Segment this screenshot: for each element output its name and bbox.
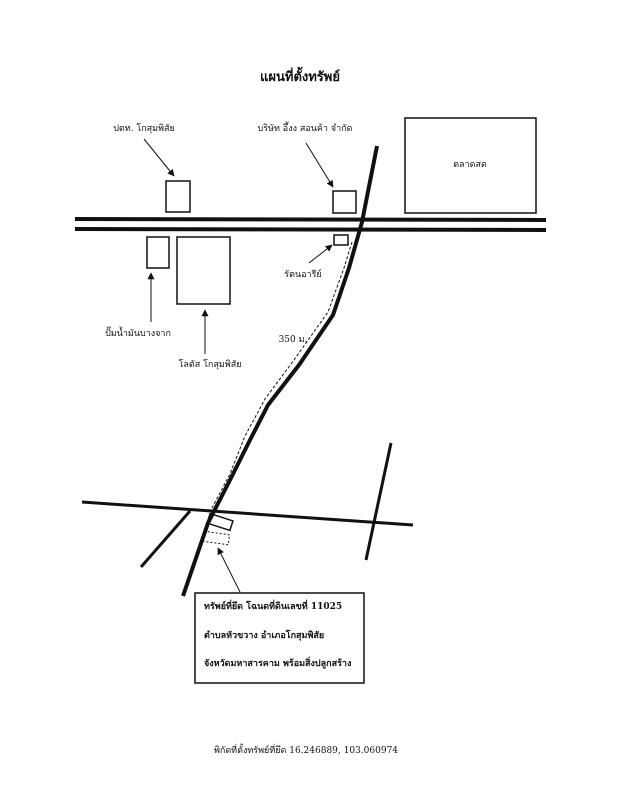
pt-station-building — [165, 180, 191, 213]
ratana-arrow — [308, 244, 333, 264]
property-info-line2: ตำบลหัวขวาง อำเภอโกสุมพิสัย — [204, 629, 324, 641]
property-info-box — [194, 592, 365, 684]
market-building — [404, 117, 537, 214]
property-marker — [206, 512, 234, 532]
right-branch-road — [364, 442, 393, 561]
ratana-building — [333, 234, 349, 246]
property-dotted-outline — [201, 530, 231, 546]
lotus-label: โลตัส โกสุมพิสัย — [179, 359, 242, 370]
gas-pump-label: ปั๊มน้ำมันบางจาก — [105, 326, 171, 339]
property-info-line1: ทรัพย์ที่ยึด โฉนดที่ดินเลขที่ 11025 — [204, 599, 342, 612]
company-arrow — [305, 142, 334, 188]
main-highway — [74, 217, 547, 232]
lotus-building — [176, 236, 231, 305]
company-building — [332, 190, 357, 214]
gas-pump-building — [146, 236, 170, 269]
property-arrow — [217, 547, 241, 593]
map-title: แผนที่ตั้งทรัพย์ — [260, 66, 340, 85]
diagonal-road — [181, 145, 379, 597]
ratana-label: รัตนอารีย์ — [284, 268, 321, 280]
property-info-line3: จังหวัดมหาสารคาม พร้อมสิ่งปลูกสร้าง — [204, 656, 351, 669]
route-path — [211, 241, 353, 509]
distance-label: 350 ม. — [279, 335, 308, 345]
pt-station-label: ปตท. โกสุมพิสัย — [113, 123, 175, 134]
company-label: บริษัท อึ้งง สอนค้า จำกัด — [258, 121, 353, 134]
lower-road — [81, 500, 414, 527]
pt-station-arrow — [143, 138, 175, 177]
coordinates-note: พิกัดที่ตั้งทรัพย์ที่ยึด 16.246889, 103.… — [214, 743, 398, 756]
left-branch-road — [139, 510, 192, 568]
market-label: ตลาดสด — [453, 160, 487, 170]
